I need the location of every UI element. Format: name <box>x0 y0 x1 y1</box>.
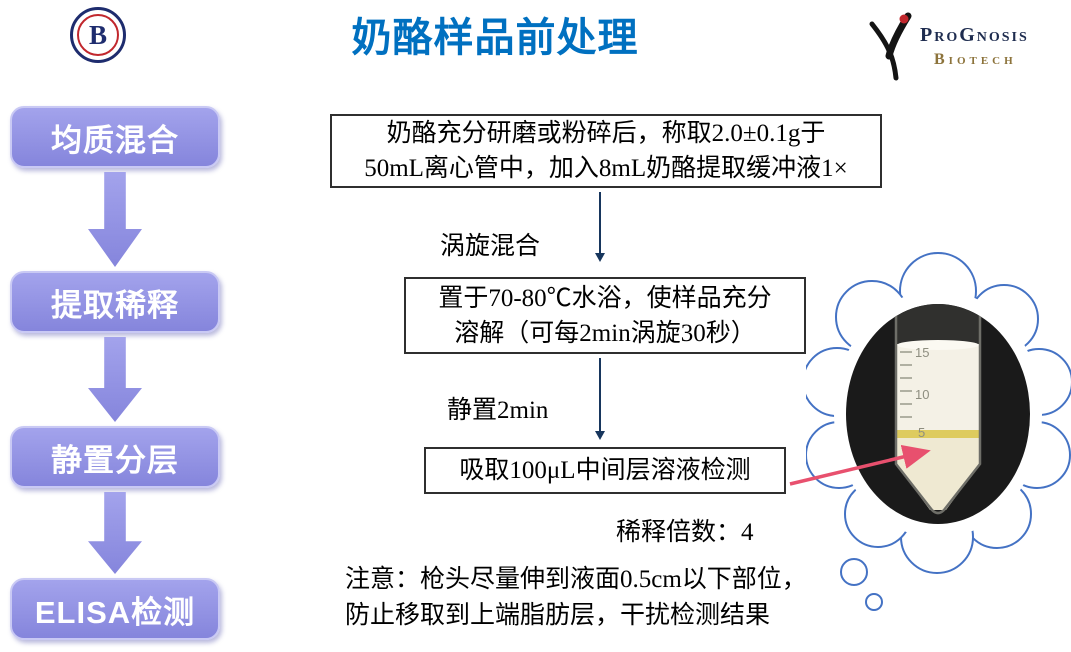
rest-2min-label: 静置2min <box>447 397 549 424</box>
brand-name: ProGnosis <box>920 23 1029 46</box>
pointer-arrow-icon <box>789 444 931 486</box>
flow-step-1: 奶酪充分研磨或粉碎后，称取2.0±0.1g于 50mL离心管中，加入8mL奶酪提… <box>330 114 882 188</box>
vortex-mix-label: 涡旋混合 <box>440 233 541 260</box>
thought-bubble-cloud: 15 10 5 <box>806 252 1071 611</box>
brand-subtitle: Biotech <box>934 50 1017 68</box>
step-label: 提取稀释 <box>51 287 179 323</box>
step-label: ELISA检测 <box>34 594 196 630</box>
caution-note-line2: 防止移取到上端脂肪层，干扰检测结果 <box>345 601 771 629</box>
tube-graduation-5: 5 <box>918 425 925 440</box>
down-block-arrow-icon <box>88 337 142 422</box>
centrifuge-tube-photo: 15 10 5 <box>846 304 1030 524</box>
flow-step-2-line2: 溶解（可每2min涡旋30秒） <box>454 319 756 347</box>
thought-bubble-tail <box>840 558 883 611</box>
step-label: 均质混合 <box>51 122 179 158</box>
page-title: 奶酪样品前处理 <box>351 16 639 60</box>
step-box-extract-dilute: 提取稀释 <box>10 271 220 333</box>
logo-red-dot <box>899 14 909 24</box>
flow-step-2: 置于70-80℃水浴，使样品充分 溶解（可每2min涡旋30秒） <box>404 277 806 354</box>
caution-note-line1: 注意：枪头尽量伸到液面0.5cm以下部位， <box>345 566 807 593</box>
company-logo-icon: B <box>70 7 126 63</box>
flow-step-1-line2: 50mL离心管中，加入8mL奶酪提取缓冲液1× <box>364 155 848 182</box>
company-logo-letter: B <box>88 19 107 50</box>
tube-graduation-10: 10 <box>915 387 929 402</box>
prognosis-biotech-logo: ProGnosis Biotech <box>862 10 1029 82</box>
down-block-arrow-icon <box>88 172 142 267</box>
step-box-settle-layer: 静置分层 <box>10 426 220 488</box>
dilution-factor-text: 稀释倍数：4 <box>616 519 754 546</box>
prognosis-figure-icon <box>869 12 912 81</box>
down-block-arrow-icon <box>88 492 142 574</box>
flow-step-2-line1: 置于70-80℃水浴，使样品充分 <box>438 284 772 312</box>
flow-step-3-text: 吸取100μL中间层溶液检测 <box>459 457 751 484</box>
brand-text: ProGnosis Biotech <box>920 24 1029 69</box>
company-logo-inner-ring: B <box>77 14 119 56</box>
step-label: 静置分层 <box>51 442 179 478</box>
step-box-elisa-detect: ELISA检测 <box>10 578 220 640</box>
flow-step-3: 吸取100μL中间层溶液检测 <box>424 447 786 494</box>
tube-graduation-ticks <box>900 351 912 418</box>
flow-down-arrow-icon <box>595 358 605 440</box>
step-box-homogenize: 均质混合 <box>10 106 220 168</box>
caution-note: 注意：枪头尽量伸到液面0.5cm以下部位， 防止移取到上端脂肪层，干扰检测结果 <box>345 562 885 633</box>
flow-down-arrow-icon <box>595 192 605 262</box>
flow-step-1-line1: 奶酪充分研磨或粉碎后，称取2.0±0.1g于 <box>386 120 826 147</box>
tube-graduation-15: 15 <box>915 345 929 360</box>
